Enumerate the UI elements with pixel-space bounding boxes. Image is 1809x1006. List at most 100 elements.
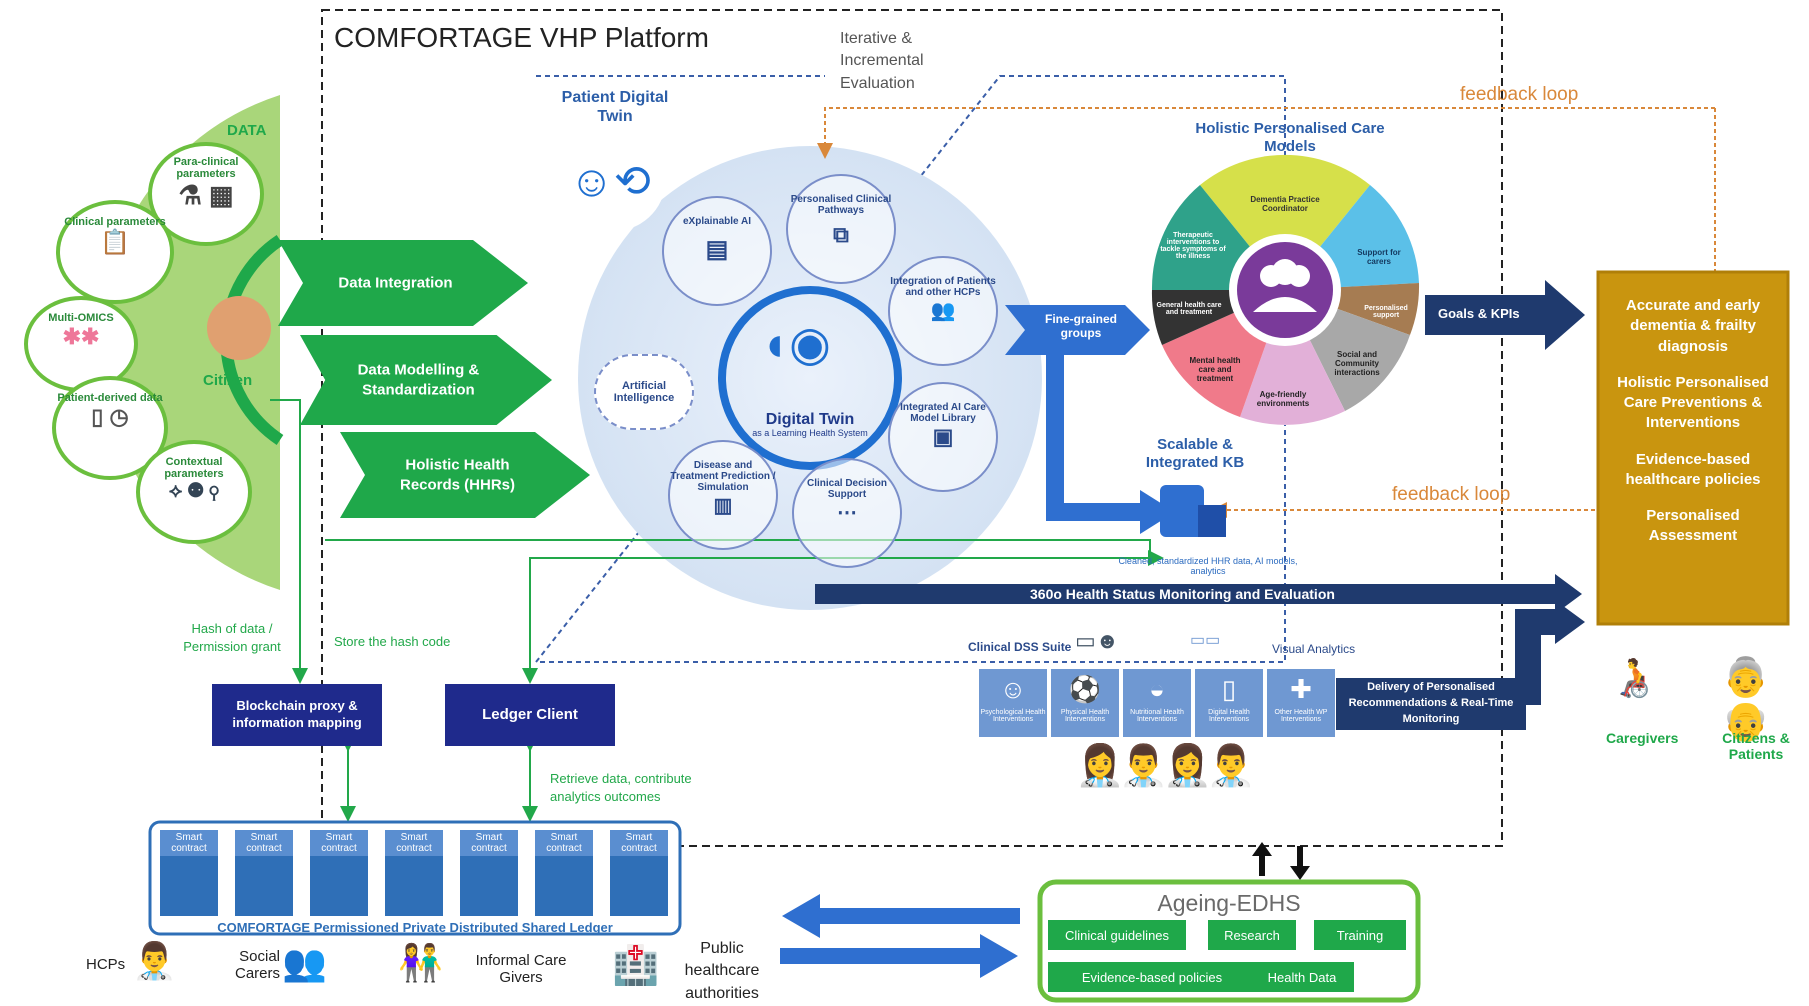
svc-other: ✚Other Health WP Interventions xyxy=(1266,668,1336,738)
seg-carers: Support for carers xyxy=(1357,248,1401,266)
stakeholder-informal: Informal Care Givers xyxy=(475,952,567,986)
goals-label: Goals & KPIs xyxy=(1438,306,1520,321)
hhr-arrow: Holistic Health Records (HHRs) xyxy=(340,432,590,518)
smart-contract-6: Smart contract xyxy=(533,828,595,918)
seg-general: General health care and treatment xyxy=(1156,302,1222,316)
edhs-training: Training xyxy=(1314,920,1406,950)
context-icon: ⟡ ⚉ ⚲ xyxy=(168,480,220,502)
hcp-icon: 👨‍⚕️ xyxy=(132,940,177,981)
dt-node-integration: Integration of Patients and other HCPs👥 xyxy=(888,256,998,366)
inner-frame xyxy=(533,75,1286,663)
monitoring-label: 360o Health Status Monitoring and Evalua… xyxy=(1030,586,1335,602)
clinical-dss-label: Clinical DSS Suite xyxy=(968,640,1072,654)
analytics-screens-icon: ▭▭ xyxy=(1190,632,1221,649)
seg-personalised: Personalised support xyxy=(1364,305,1408,319)
seg-mental: Mental health care and treatment xyxy=(1189,356,1241,383)
retrieve-label: Retrieve data, contribute analytics outc… xyxy=(550,771,692,805)
hash-label: Hash of data / Permission grant xyxy=(183,621,281,655)
monitoring-bar xyxy=(815,574,1582,614)
smart-contract-7: Smart contract xyxy=(608,828,670,918)
data-title: DATA xyxy=(227,122,267,139)
seg-social: Social and Community interactions xyxy=(1334,350,1380,377)
stakeholder-public: Public healthcare authorities xyxy=(684,940,760,1002)
visual-analytics-label: Visual Analytics xyxy=(1272,642,1356,656)
outcome-diagnosis: Accurate and early dementia & frailty di… xyxy=(1625,297,1761,355)
patient-dt-title: Patient Digital Twin xyxy=(561,89,669,126)
ai-cloud: Artificial Intelligence xyxy=(594,354,694,430)
fine-grained-label: Fine-grained groups xyxy=(1044,312,1117,340)
edhs-clinical-guidelines: Clinical guidelines xyxy=(1048,920,1186,950)
seg-therapeutic: Therapeutic interventions to tackle symp… xyxy=(1160,232,1226,260)
digital-twin-ring xyxy=(718,286,902,470)
care-models-title: Holistic Personalised Care Models xyxy=(1195,120,1385,155)
data-modelling-arrow: Data Modelling & Standardization xyxy=(300,335,552,425)
svc-physical: ⚽Physical Health Interventions xyxy=(1050,668,1120,738)
dt-node-dss: Clinical Decision Support⋯ xyxy=(792,458,902,568)
citizen-label: Citizen xyxy=(203,372,253,389)
kb-db-icon xyxy=(1160,485,1204,537)
feedback-loop-top: feedback loop xyxy=(1460,84,1579,105)
platform-title: COMFORTAGE VHP Platform xyxy=(334,22,709,53)
informal-givers-icon: 👫 xyxy=(398,942,443,983)
feedback-loop-mid: feedback loop xyxy=(1392,484,1511,505)
seg-age-friendly: Age-friendly environments xyxy=(1256,390,1310,408)
smart-contract-1: Smart contract xyxy=(158,828,220,918)
ledger-client-box: Ledger Client xyxy=(445,684,615,746)
svc-nutritional: ◒Nutritional Health Interventions xyxy=(1122,668,1192,738)
edhs-evidence-policies: Evidence-based policies xyxy=(1048,962,1256,992)
dt-center-title: Digital Twin xyxy=(765,411,855,428)
citizen-icon xyxy=(207,296,271,360)
data-para-clinical: Para-clinical parameters⚗ ▦ xyxy=(148,142,264,246)
brain-head-icon: ◖◉ xyxy=(760,318,831,371)
patient-dt-icon: ☺⟲ xyxy=(555,132,665,232)
social-carers-icon: 👥 xyxy=(282,942,327,983)
caregivers-label: Caregivers xyxy=(1606,730,1679,746)
care-center xyxy=(1237,242,1333,338)
smart-contract-4: Smart contract xyxy=(383,828,445,918)
outcome-assessment: Personalised Assessment xyxy=(1646,507,1740,545)
smart-contract-2: Smart contract xyxy=(233,828,295,918)
citizens-icon: 👵👴 xyxy=(1722,657,1770,743)
lab-icon: ⚗ ▦ xyxy=(178,180,234,210)
outcomes-list: Accurate and early dementia & frailty di… xyxy=(1606,296,1780,563)
outcomes-box xyxy=(1596,270,1790,626)
outcome-policies: Evidence-based healthcare policies xyxy=(1625,450,1761,488)
blockchain-proxy-box: Blockchain proxy & information mapping xyxy=(212,684,382,746)
smart-contract-5: Smart contract xyxy=(458,828,520,918)
seg-dementia: Dementia Practice Coordinator xyxy=(1250,195,1320,213)
data-clinical: Clinical parameters📋 xyxy=(56,200,174,304)
edhs-title: Ageing-EDHS xyxy=(1157,890,1301,916)
svc-digital: ▯Digital Health Interventions xyxy=(1194,668,1264,738)
edhs-research: Research xyxy=(1208,920,1296,950)
svc-psychological: ☺Psychological Health Interventions xyxy=(978,668,1048,738)
hospital-icon: 🏥 xyxy=(612,945,660,987)
kb-caption: Cleaned, standardized HHR data, AI model… xyxy=(1118,556,1298,576)
stakeholder-social-carers: Social Carers xyxy=(234,948,280,982)
edhs-arrow-right xyxy=(780,934,1018,978)
clipboard-icon: 📋 xyxy=(100,229,130,256)
dt-node-prediction: Disease and Treatment Prediction / Simul… xyxy=(668,440,778,550)
data-integration-arrow: Data Integration xyxy=(278,240,528,326)
doctor-screen-icon: ▭☻ xyxy=(1075,628,1119,653)
stakeholder-hcps: HCPs xyxy=(86,956,126,973)
citizens-label: Citizens & Patients xyxy=(1722,730,1790,762)
dt-node-xai: eXplainable AI▤ xyxy=(662,196,772,306)
dna-icon: ✱✱ xyxy=(62,324,100,349)
dt-center-sub: as a Learning Health System xyxy=(752,428,868,438)
outcome-care: Holistic Personalised Care Preventions &… xyxy=(1617,373,1769,432)
caregivers-icon: 🧑‍🦽 xyxy=(1610,657,1658,699)
ledger-title: COMFORTAGE Permissioned Private Distribu… xyxy=(217,920,613,935)
store-hash-label: Store the hash code xyxy=(334,634,451,649)
edhs-arrow-left xyxy=(782,894,1020,938)
dt-node-pathways: Personalised Clinical Pathways⧉ xyxy=(786,174,896,284)
fine-grained-arrow xyxy=(1005,305,1150,355)
goals-arrow xyxy=(1425,280,1585,350)
delivery-label: Delivery of Personalised Recommendations… xyxy=(1336,678,1526,730)
kb-title: Scalable & Integrated KB xyxy=(1145,436,1245,471)
doctors-group-icon: 👩‍⚕️👨‍⚕️👩‍⚕️👨‍⚕️ xyxy=(1075,744,1256,788)
data-contextual: Contextual parameters⟡ ⚉ ⚲ xyxy=(136,440,252,544)
dt-node-ai-library: Integrated AI Care Model Library▣ xyxy=(888,382,998,492)
platform-frame xyxy=(321,9,1503,847)
phone-icon: ▯ ◷ xyxy=(91,404,129,429)
